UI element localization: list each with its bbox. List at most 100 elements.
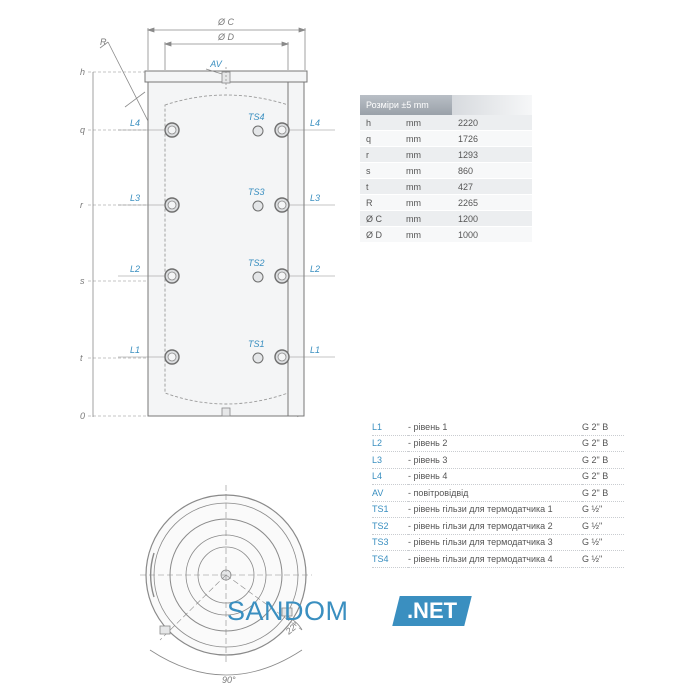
height-mark-label: t	[80, 353, 83, 363]
right-connection-label: L2	[310, 264, 320, 274]
dimensions-value: 2265	[452, 194, 532, 211]
legend-code: L4	[372, 468, 408, 485]
sensor-label: TS1	[248, 339, 265, 349]
dimensions-table-header: Розміри ±5 mm	[360, 95, 452, 115]
legend-thread: G ½"	[582, 517, 624, 535]
legend-code: AV	[372, 484, 408, 502]
legend-code: L3	[372, 451, 408, 469]
dimensions-unit: mm	[400, 115, 452, 131]
height-mark-label: h	[80, 67, 85, 77]
dimensions-symbol: R	[360, 194, 400, 211]
legend-thread: G 2" В	[582, 435, 624, 452]
dimensions-symbol: r	[360, 146, 400, 163]
dimensions-unit: mm	[400, 146, 452, 163]
tank-front-view	[144, 67, 308, 417]
tank-top-view	[140, 485, 312, 676]
legend-thread: G 2" В	[582, 419, 624, 436]
dimensions-value: 1200	[452, 210, 532, 227]
legend-description: - рівень гільзи для термодатчика 2	[408, 517, 582, 535]
dimensions-unit: mm	[400, 210, 452, 227]
sensor-label: TS3	[248, 187, 265, 197]
height-mark-label: q	[80, 125, 85, 135]
legend-code: L1	[372, 419, 408, 436]
dim-r-label: R	[100, 37, 107, 47]
dimensions-unit: mm	[400, 194, 452, 211]
height-mark-label: r	[80, 200, 84, 210]
dimensions-value: 1293	[452, 146, 532, 163]
sensor-sleeve	[252, 352, 264, 364]
legend-thread: G ½"	[582, 501, 624, 518]
legend-code: TS2	[372, 517, 408, 535]
dimensions-symbol: h	[360, 115, 400, 131]
height-mark-label: 0	[80, 411, 85, 421]
left-connection-label: L1	[130, 345, 140, 355]
sensor-label: TS4	[248, 112, 265, 122]
legend-thread: G 2" В	[582, 451, 624, 469]
legend-description: - рівень гільзи для термодатчика 3	[408, 534, 582, 551]
sensor-sleeve	[252, 271, 264, 283]
legend-thread: G 2" В	[582, 468, 624, 485]
sandom-logo-badge: .NET	[392, 596, 472, 626]
sensor-label: TS2	[248, 258, 265, 268]
legend-code: L2	[372, 435, 408, 452]
right-connection-label: L4	[310, 118, 320, 128]
legend-description: - рівень гільзи для термодатчика 4	[408, 550, 582, 568]
legend-description: - повітровідвід	[408, 484, 582, 502]
sensor-sleeve	[252, 200, 264, 212]
dimension-c	[146, 27, 307, 70]
dim-d-label: Ø D	[217, 32, 235, 42]
dimensions-unit: mm	[400, 226, 452, 243]
legend-code: TS1	[372, 501, 408, 518]
sensor-sleeve	[252, 125, 264, 137]
dimension-d	[163, 41, 290, 70]
dimensions-symbol: Ø D	[360, 226, 400, 243]
left-connection-label: L3	[130, 193, 140, 203]
dimensions-unit: mm	[400, 130, 452, 147]
dimensions-value: 860	[452, 162, 532, 179]
legend-thread: G 2" В	[582, 484, 624, 502]
air-vent-label: AV	[209, 59, 223, 69]
dimensions-symbol: q	[360, 130, 400, 147]
legend-description: - рівень 3	[408, 451, 582, 469]
sandom-logo-text: SANDOM	[227, 596, 349, 626]
right-connection-label: L1	[310, 345, 320, 355]
angle-90-label: 90°	[222, 675, 236, 685]
dimensions-value: 1000	[452, 226, 532, 243]
right-connection-label: L3	[310, 193, 320, 203]
legend-code: TS4	[372, 550, 408, 568]
dimensions-unit: mm	[400, 178, 452, 195]
dimensions-symbol: s	[360, 162, 400, 179]
dimensions-value: 2220	[452, 115, 532, 131]
legend-thread: G ½"	[582, 534, 624, 551]
dimensions-unit: mm	[400, 162, 452, 179]
dimensions-symbol: Ø C	[360, 210, 400, 227]
dim-c-label: Ø C	[217, 17, 235, 27]
legend-description: - рівень 1	[408, 419, 582, 436]
dimensions-value: 1726	[452, 130, 532, 147]
dimensions-symbol: t	[360, 178, 400, 195]
legend-description: - рівень гільзи для термодатчика 1	[408, 501, 582, 518]
left-connection-label: L2	[130, 264, 140, 274]
legend-code: TS3	[372, 534, 408, 551]
left-connection-label: L4	[130, 118, 140, 128]
